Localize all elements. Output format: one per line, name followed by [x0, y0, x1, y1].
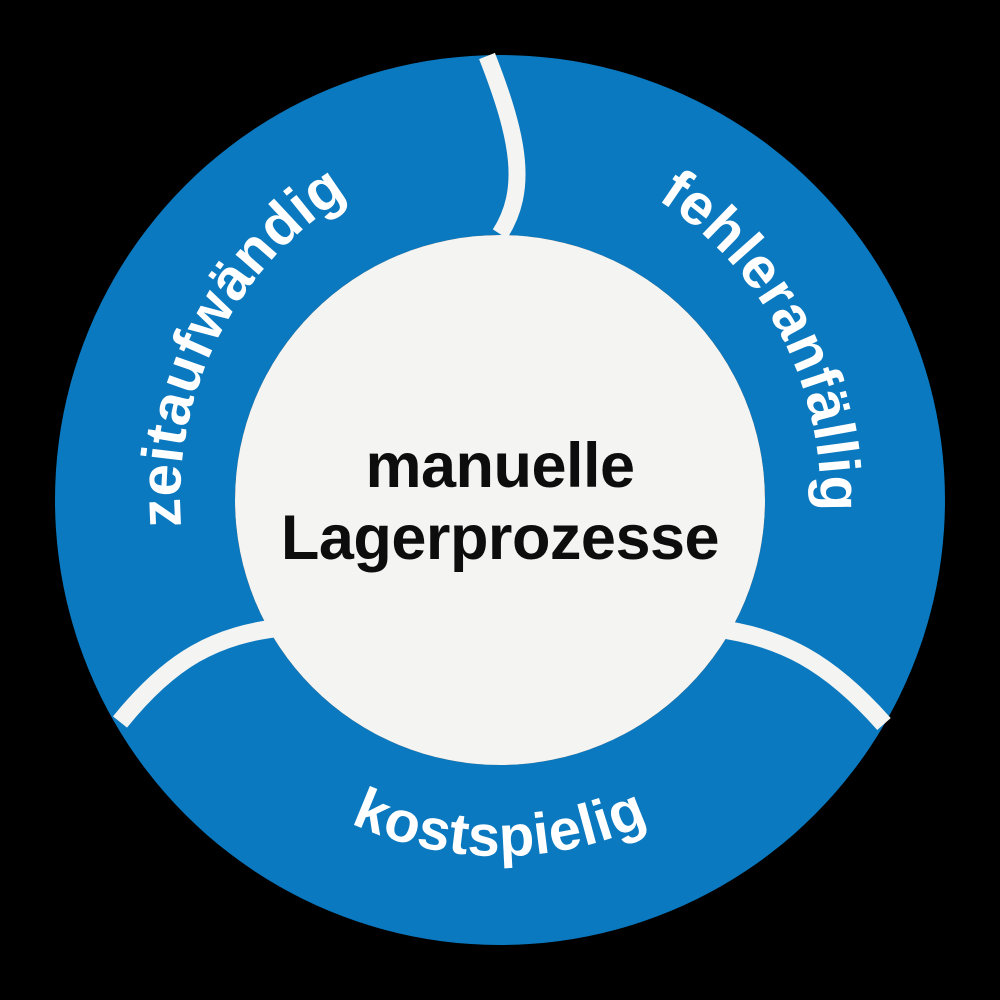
ring-band-shape [54, 55, 945, 945]
ring-band [54, 55, 945, 945]
inner-circle [235, 235, 765, 765]
separator-lower-right [710, 619, 891, 730]
segment-separators [112, 52, 891, 730]
center-title-line2: Lagerprozesse [281, 503, 719, 573]
center-title: manuelle Lagerprozesse [281, 431, 720, 573]
separator-top [479, 52, 526, 239]
separator-lower-left [112, 618, 287, 728]
center-title-line1: manuelle [365, 431, 634, 501]
